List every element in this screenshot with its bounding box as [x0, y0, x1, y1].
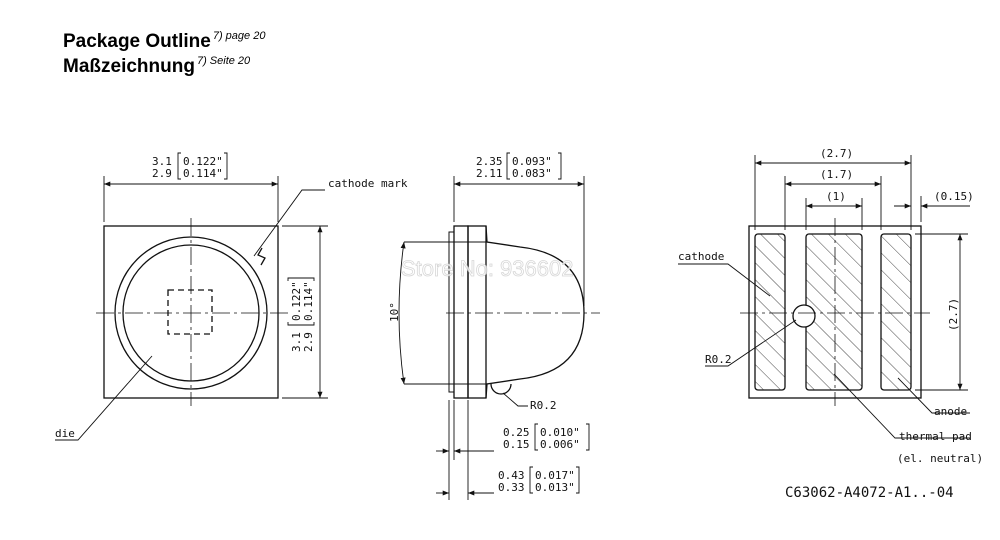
side-base-max: 0.43 [498, 469, 525, 482]
top-height-min-in: 0.114" [302, 281, 315, 321]
top-height-max-in: 0.122" [290, 281, 303, 321]
drawing-code: C63062-A4072-A1..-04 [785, 485, 954, 501]
top-width-max-in: 0.122" [183, 155, 223, 168]
side-view [398, 152, 600, 500]
die-leader [55, 355, 153, 441]
bottom-view-labels: (2.7) (1.7) (1) (0.15) (2.7) cathode R0.… [678, 147, 983, 465]
side-radius-leader [502, 392, 528, 407]
side-depth-min: 2.11 [476, 167, 503, 180]
side-base-max-in: 0.017" [535, 469, 575, 482]
cathode-mark-leader [253, 189, 325, 257]
anode-pad [880, 233, 912, 391]
watermark: Store No: 936602 [401, 256, 573, 281]
side-pad-dimension [436, 400, 494, 500]
side-depth-dimension [453, 176, 585, 306]
bottom-radius-notch [792, 304, 816, 328]
title-en-text: Package Outline [63, 31, 211, 52]
top-width-min-in: 0.114" [183, 167, 223, 180]
side-pad-min: 0.15 [503, 438, 530, 451]
bottom-radius-label: R0.2 [705, 353, 732, 366]
side-pad-min-in: 0.006" [540, 438, 580, 451]
side-view-radius-notch [490, 383, 512, 395]
bottom-gap: (0.15) [934, 190, 974, 203]
title-de-text: Maßzeichnung [63, 56, 195, 77]
top-height-dimension [282, 225, 328, 399]
lens-outer-ring [114, 236, 268, 390]
die-label: die [55, 427, 75, 440]
side-depth-min-in: 0.083" [512, 167, 552, 180]
cathode-label: cathode [678, 250, 724, 263]
side-depth-max: 2.35 [476, 155, 503, 168]
top-height-min: 2.9 [302, 332, 315, 352]
top-view-centerlines [96, 218, 288, 406]
top-view-labels: 3.1 2.9 0.122" 0.114" 3.1 2.9 0.122" 0.1… [55, 155, 408, 440]
side-base-min: 0.33 [498, 481, 525, 494]
bottom-width-inner: (1) [826, 190, 846, 203]
top-width-max: 3.1 [152, 155, 172, 168]
bottom-view [678, 155, 970, 439]
top-width-min: 2.9 [152, 167, 172, 180]
side-angle-label: 10° [388, 302, 401, 322]
die-outline [167, 289, 213, 335]
bottom-dimensions [678, 155, 970, 439]
top-width-dimension [103, 176, 279, 222]
anode-label: anode [934, 405, 967, 418]
thermal-pad-label: thermal pad [899, 430, 972, 443]
side-angle-dimension [398, 241, 487, 385]
top-view [55, 152, 328, 441]
neutral-label: (el. neutral) [897, 452, 983, 465]
title-de-ref: 7) Seite 20 [196, 55, 251, 67]
bottom-height: (2.7) [947, 298, 960, 331]
bottom-width-outer: (2.7) [820, 147, 853, 160]
side-pad-max-in: 0.010" [540, 426, 580, 439]
cathode-mark-notch [257, 247, 266, 266]
side-view-labels: 2.35 2.11 0.093" 0.083" 10° R0.2 0.25 0.… [388, 155, 580, 494]
cathode-mark-label: cathode mark [328, 177, 408, 190]
bottom-width-mid: (1.7) [820, 168, 853, 181]
side-view-dome [485, 225, 585, 399]
cathode-pad [754, 233, 786, 391]
side-depth-max-in: 0.093" [512, 155, 552, 168]
top-height-max: 3.1 [290, 332, 303, 352]
side-view-base [453, 225, 469, 399]
title-en-ref: 7) page 20 [212, 30, 266, 42]
side-radius-label: R0.2 [530, 399, 557, 412]
side-view-body [467, 225, 487, 399]
side-base-min-in: 0.013" [535, 481, 575, 494]
side-view-pad [448, 231, 455, 393]
side-pad-max: 0.25 [503, 426, 530, 439]
